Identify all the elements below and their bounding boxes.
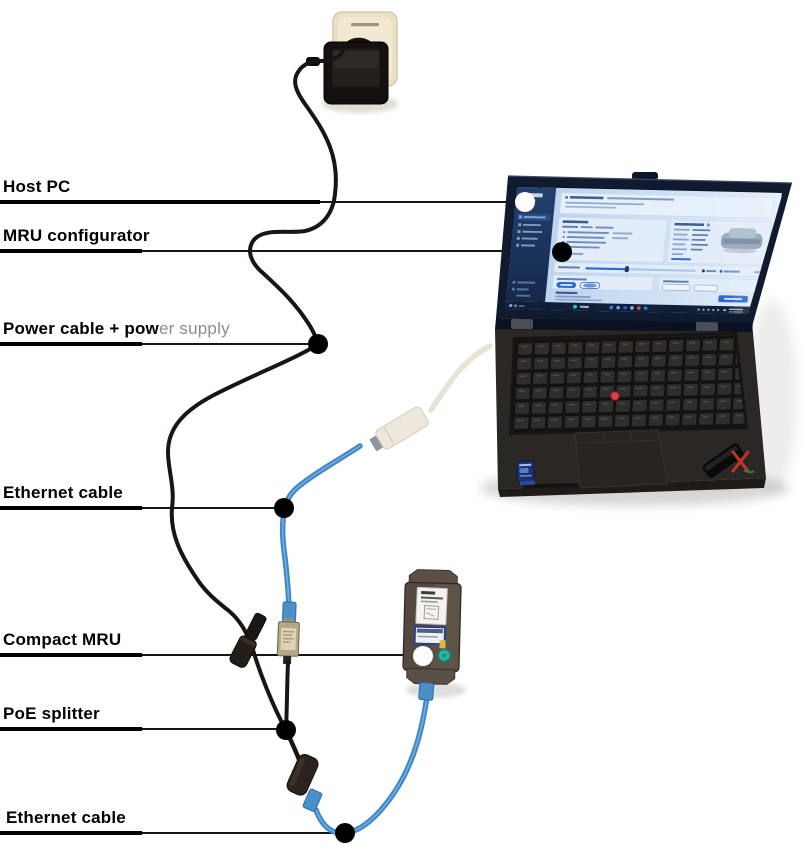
hinge-cap-left	[510, 318, 534, 330]
callout-label-compact-mru: Compact MRU	[3, 630, 122, 649]
trackpoint	[610, 391, 620, 401]
mru-blue-label	[413, 625, 446, 646]
app-actions-card	[552, 274, 654, 292]
callout-line-thick-ethernet-cable-1	[0, 506, 142, 510]
callout-dot-mru-configurator	[552, 242, 572, 262]
hinge-cap-right	[696, 321, 718, 331]
app-device-preview-card	[666, 219, 772, 266]
callout-label-ethernet-cable-1: Ethernet cable	[3, 483, 123, 502]
callout-line-ethernet-cable-2	[142, 832, 345, 834]
laptop-thinkpad	[495, 172, 793, 497]
mru-configurator-app	[504, 187, 782, 314]
callout-dot-ethernet-cable-1	[274, 498, 294, 518]
callout-line-ethernet-cable-1	[142, 507, 284, 509]
dc-barrel-connector	[229, 612, 267, 668]
windows-taskbar	[504, 301, 771, 314]
power-cable	[248, 48, 345, 346]
app-footer	[555, 291, 748, 303]
callout-line-poe-splitter	[142, 728, 286, 730]
callout-dot-ethernet-cable-2	[335, 823, 355, 843]
taskbar-teal-icon	[573, 304, 578, 309]
ghost-button-2	[693, 284, 718, 292]
ghost-button-1	[662, 283, 691, 291]
app-device-info-card	[554, 217, 668, 263]
outlet-brand-marking	[351, 23, 379, 27]
callout-line-host-pc	[320, 201, 525, 203]
mru-ethernet-port-plug	[418, 681, 435, 701]
callout-label-ethernet-cable-2: Ethernet cable	[6, 808, 126, 827]
rj45-coupler	[276, 601, 300, 665]
callout-dot-compact-mru	[413, 646, 433, 666]
callout-line-power-cable-supply	[142, 343, 318, 345]
callout-label-host-pc: Host PC	[3, 177, 71, 196]
intel-sticker	[516, 460, 535, 483]
mru-yellow-mark	[439, 640, 446, 649]
callout-line-thick-mru-configurator	[0, 249, 142, 253]
compact-mru-device	[402, 569, 462, 701]
power-adapter	[306, 41, 389, 105]
ethernet-plug-lower	[302, 788, 323, 812]
x1-red-x	[731, 450, 750, 473]
callout-dot-power-cable-supply	[308, 334, 328, 354]
app-slider-row	[553, 261, 767, 277]
keyboard-keys	[512, 335, 745, 432]
callout-line-thick-compact-mru	[0, 653, 142, 657]
blue-link	[671, 257, 691, 261]
mru-white-label	[415, 586, 448, 626]
ferrite-bead	[286, 753, 319, 796]
callout-label-poe-splitter: PoE splitter	[3, 704, 100, 723]
callout-dot-host-pc	[515, 192, 535, 212]
callout-line-thick-power-cable-supply	[0, 342, 142, 346]
badge-sticker	[519, 480, 536, 486]
app-secondary-card	[658, 277, 766, 294]
callout-dot-poe-splitter	[276, 720, 296, 740]
callout-line-thick-host-pc	[0, 200, 320, 204]
x1-green-mark	[743, 469, 755, 474]
callout-line-thick-ethernet-cable-2	[0, 831, 142, 835]
usb-ethernet-adapter	[369, 406, 429, 451]
taskbar-red-icon	[637, 306, 641, 310]
callout-line-mru-configurator	[142, 250, 562, 252]
laptop-front-edge	[498, 478, 766, 497]
touchpad	[574, 429, 669, 489]
webcam-notch	[632, 172, 658, 180]
mru-bottom-flange	[406, 667, 456, 685]
callout-line-thick-poe-splitter	[0, 727, 142, 731]
usb-c-cable	[428, 343, 493, 413]
callout-label-power-cable-supply: Power cable + power supply	[3, 319, 230, 338]
callout-label-mru-configurator: MRU configurator	[3, 226, 150, 245]
app-header-card	[559, 192, 774, 219]
device-render-image	[720, 228, 763, 254]
